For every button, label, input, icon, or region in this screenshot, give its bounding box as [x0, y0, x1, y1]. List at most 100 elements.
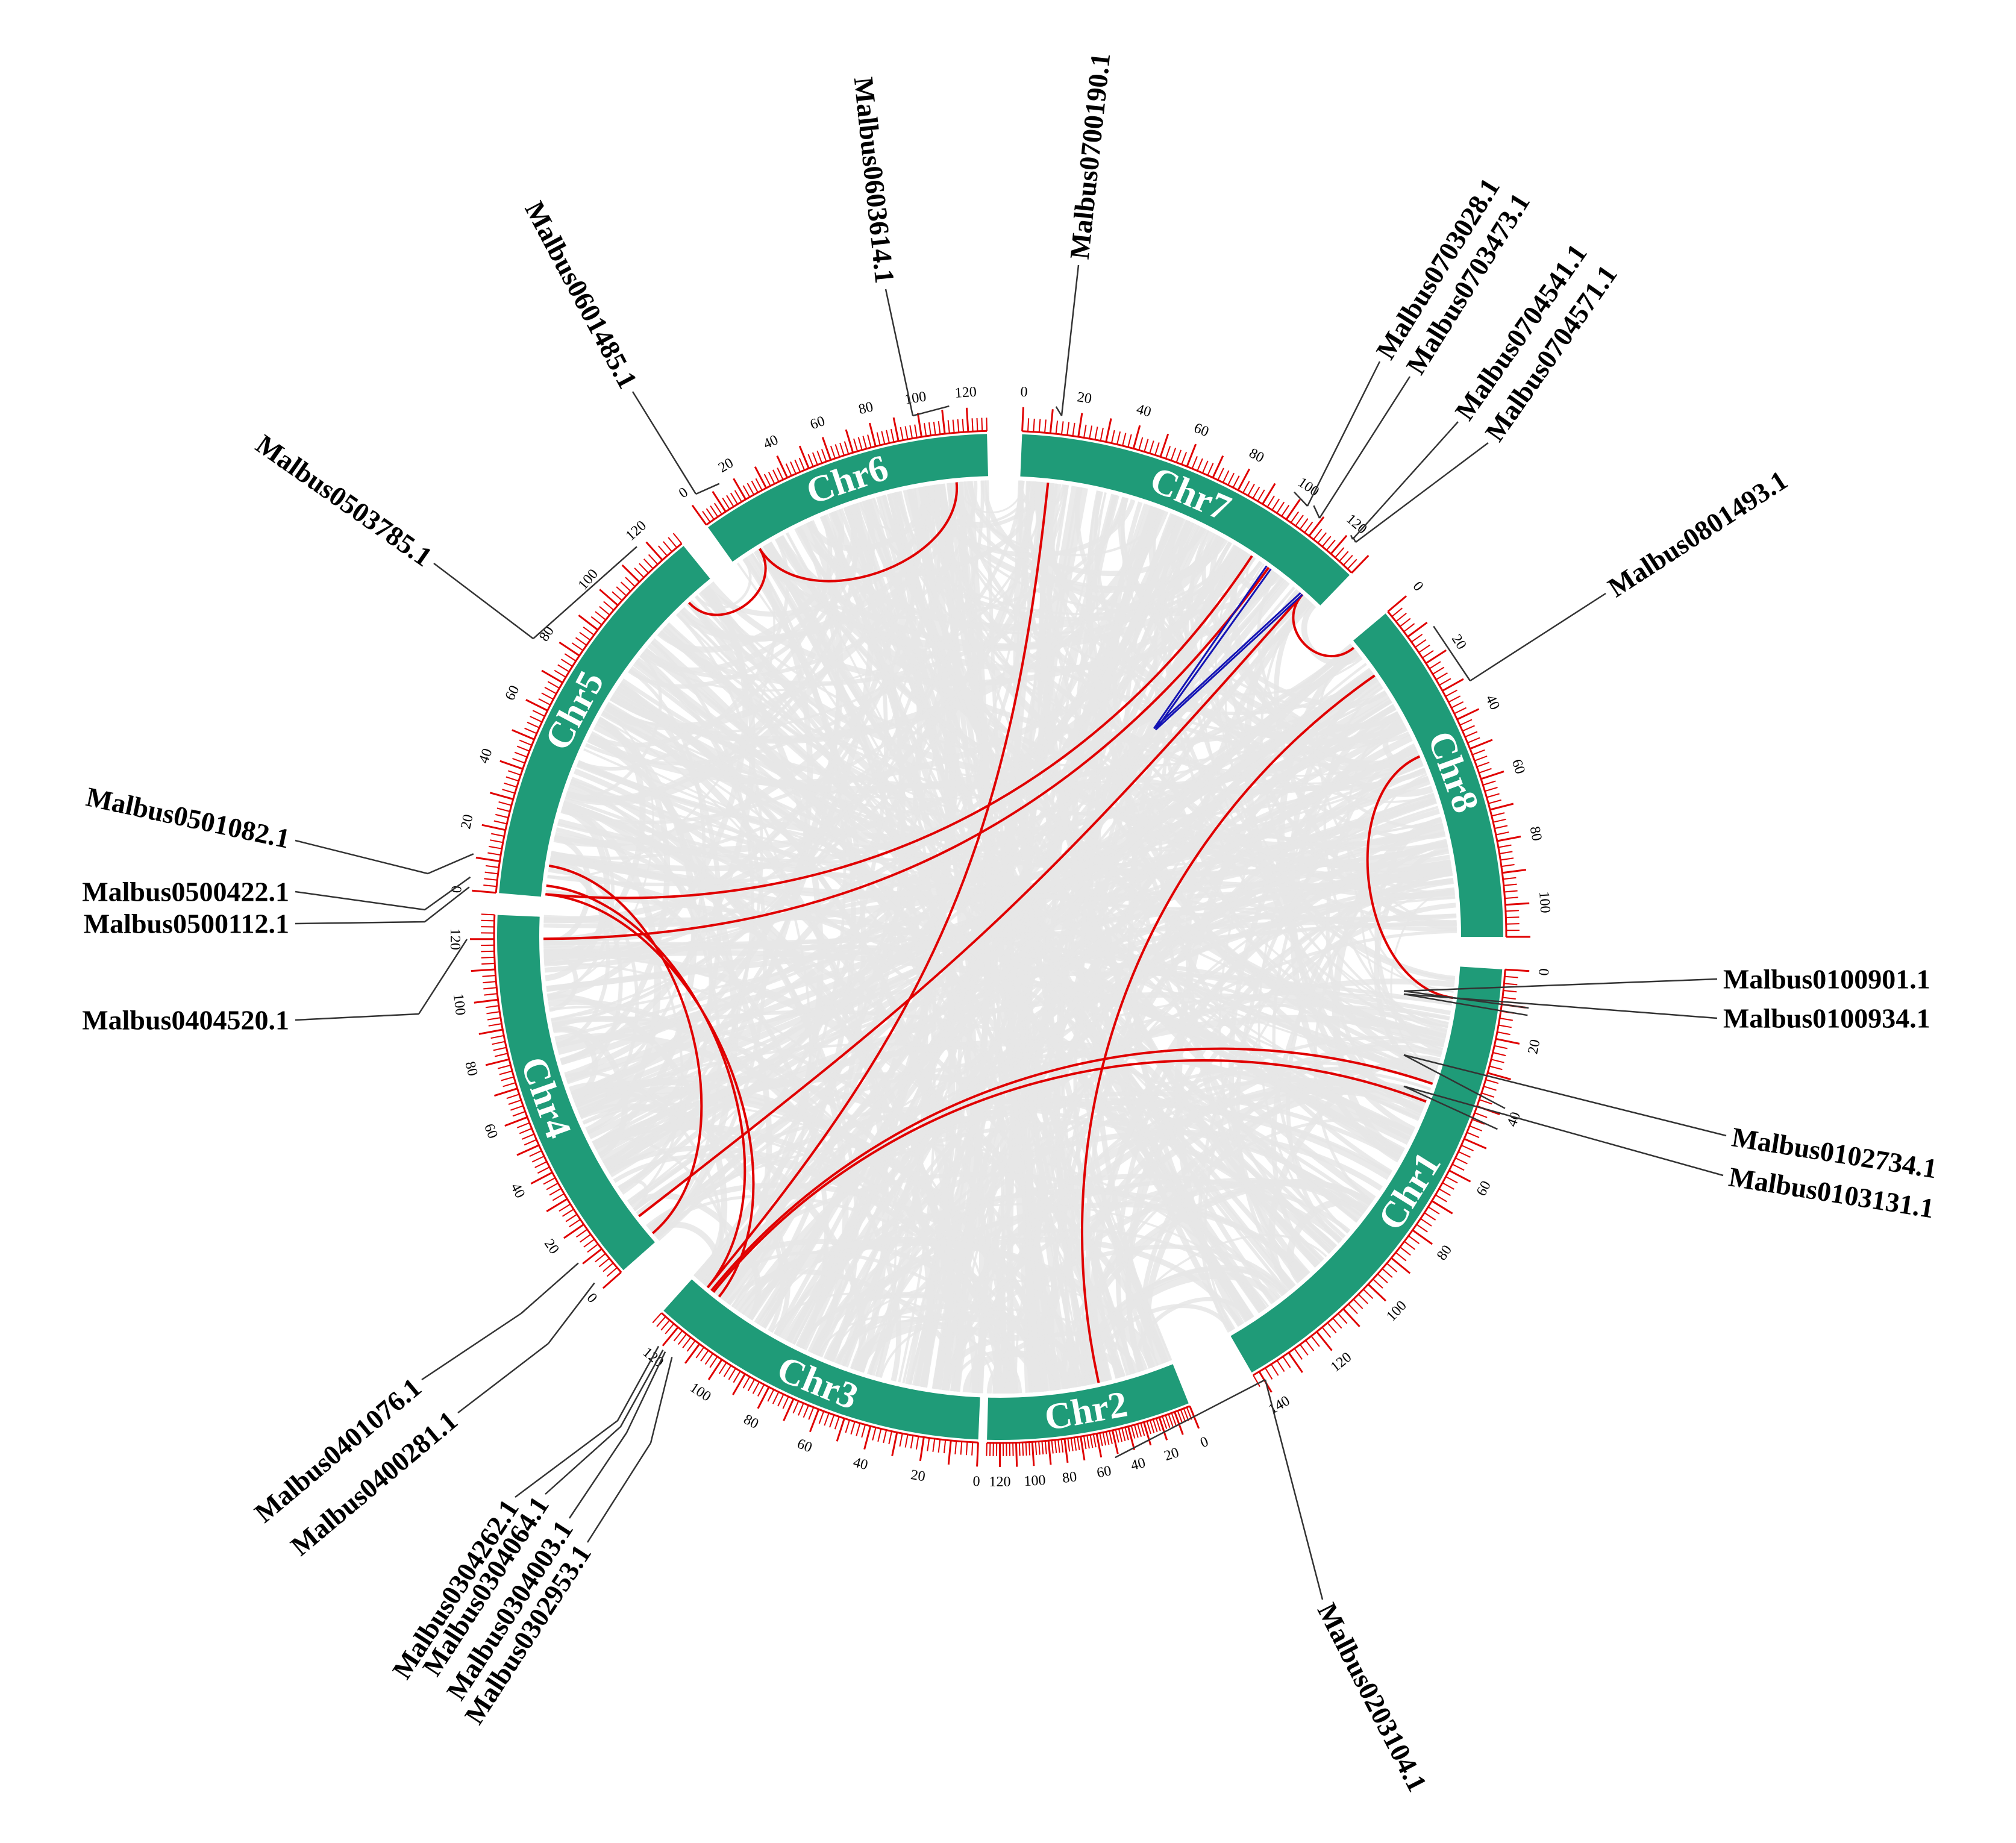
scale-tick-label: 80	[857, 399, 875, 418]
scale-tick	[1149, 1420, 1155, 1433]
tandem-duplication-links	[1153, 565, 1303, 731]
scale-tick	[1467, 1131, 1480, 1139]
scale-tick	[1144, 439, 1149, 452]
gene-leader-line	[1403, 1054, 1506, 1109]
collinearity-link	[656, 506, 888, 1241]
scale-tick	[1252, 486, 1260, 499]
scale-tick	[1262, 483, 1276, 505]
scale-tick	[824, 1413, 830, 1426]
collinearity-link	[713, 1251, 1021, 1394]
gene-leader-line	[1403, 978, 1718, 992]
scale-tick	[938, 421, 941, 435]
scale-tick	[606, 1267, 618, 1277]
segmental-link	[706, 482, 1050, 1289]
segmental-link	[545, 893, 755, 1298]
scale-tick	[839, 442, 845, 456]
scale-tick	[947, 420, 950, 434]
gene-marker: Malbus0703028.1	[1294, 172, 1506, 507]
scale-tick	[546, 1182, 559, 1191]
scale-tick	[1367, 1283, 1386, 1302]
scale-tick	[836, 1418, 845, 1442]
gene-marker: Malbus0501082.1	[84, 781, 474, 875]
scale-tick	[1308, 516, 1325, 537]
scale-tick	[516, 1122, 530, 1128]
scale-tick	[777, 467, 784, 480]
scale-tick-label: 20	[1162, 1445, 1181, 1464]
scale-tick-label: 40	[507, 1181, 528, 1201]
gene-leader-line	[295, 890, 425, 911]
scale-tick-label: 0	[676, 484, 691, 501]
scale-tick	[965, 407, 969, 432]
gene-leader-line	[695, 483, 720, 495]
gene-leader-line	[1403, 1054, 1727, 1137]
scale-tick	[1439, 678, 1451, 686]
scale-tick	[785, 463, 792, 477]
collinearity-link	[695, 558, 752, 609]
scale-tick	[1105, 1432, 1110, 1445]
scale-tick	[1435, 1194, 1448, 1203]
scale-tick	[1299, 518, 1309, 530]
gene-leader-line	[1294, 491, 1308, 507]
scale-tick	[563, 1224, 584, 1239]
gene-leader-line	[1306, 361, 1381, 507]
scale-tick	[612, 591, 623, 601]
scale-tick	[1121, 1428, 1126, 1441]
scale-tick	[1080, 1436, 1086, 1461]
segmental-link	[638, 593, 1304, 1218]
scale-tick	[881, 431, 886, 445]
scale-tick-label: 120	[1328, 1350, 1354, 1375]
scale-tick-label: 100	[450, 993, 468, 1016]
scale-tick	[919, 1437, 925, 1462]
scale-tick	[595, 1253, 606, 1263]
scale-tick	[1498, 1024, 1512, 1028]
scale-tick-label: 20	[910, 1467, 927, 1485]
scale-tick	[1472, 749, 1485, 756]
scale-tick	[1031, 1442, 1035, 1466]
scale-tick	[755, 478, 763, 491]
scale-tick	[534, 1161, 547, 1168]
scale-tick	[1127, 434, 1132, 448]
collinearity-link	[587, 545, 1241, 786]
scale-tick	[512, 729, 535, 740]
scale-tick	[1067, 1438, 1071, 1452]
scale-tick	[1503, 877, 1517, 880]
scale-tick-label: 0	[583, 1291, 599, 1306]
scale-tick	[1351, 554, 1370, 574]
scale-tick	[883, 1430, 887, 1444]
scale-tick	[1451, 701, 1464, 709]
scale-tick	[909, 425, 913, 439]
scale-tick	[1494, 825, 1508, 830]
scale-tick	[1452, 1163, 1465, 1171]
scale-tick	[782, 1396, 789, 1409]
scale-tick	[598, 1257, 610, 1268]
gene-label: Malbus0500112.1	[84, 909, 289, 939]
scale-tick	[546, 1198, 568, 1212]
scale-tick	[1399, 618, 1411, 627]
scale-tick	[475, 857, 500, 862]
scale-tick	[1072, 422, 1075, 436]
gene-leader-line	[457, 1343, 549, 1413]
scale-tick	[1222, 470, 1230, 483]
scale-tick	[1028, 1442, 1031, 1456]
scale-tick	[829, 1415, 835, 1428]
collinearity-link	[837, 824, 1444, 1365]
scale-tick	[1165, 446, 1171, 459]
scale-tick	[809, 1409, 820, 1433]
scale-tick	[519, 1128, 532, 1134]
scale-tick	[1304, 521, 1313, 533]
scale-tick	[525, 699, 548, 712]
scale-tick	[943, 1439, 947, 1454]
collinearity-link	[1042, 494, 1116, 1381]
scale-tick	[1395, 1252, 1407, 1262]
scale-tick	[888, 1431, 892, 1445]
scale-tick	[1177, 1410, 1183, 1424]
scale-tick	[1339, 551, 1349, 562]
scale-tick	[1146, 1421, 1151, 1435]
scale-axis-chr1	[1253, 969, 1506, 1376]
scale-tick	[1412, 1229, 1433, 1245]
scale-tick	[845, 1419, 850, 1433]
scale-tick-label: 100	[687, 1380, 713, 1405]
scale-tick	[1424, 1212, 1436, 1221]
scale-tick	[733, 478, 747, 500]
